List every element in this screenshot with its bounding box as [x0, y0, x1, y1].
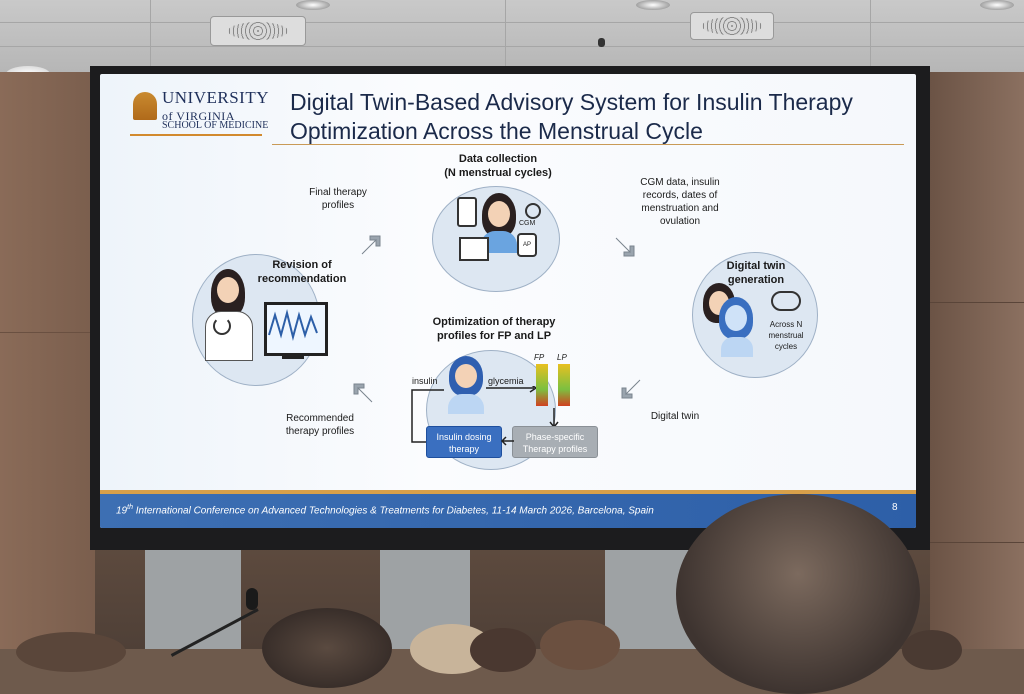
slide-title: Digital Twin-Based Advisory System for I…	[290, 89, 853, 144]
ceiling-light	[980, 0, 1014, 10]
lp-range-bar	[558, 364, 570, 406]
insulin-label: insulin	[412, 376, 438, 386]
digital-twin-face	[725, 305, 747, 331]
ceiling-vent	[690, 12, 774, 40]
lp-label: LP	[557, 353, 567, 362]
university-name-line1: UNIVERSITY	[162, 88, 269, 107]
presentation-slide: UNIVERSITY of VIRGINIA SCHOOL OF MEDICIN…	[100, 74, 916, 528]
cycle-arrow-down-left-icon	[621, 379, 641, 399]
ceiling-seam	[505, 0, 506, 72]
ceiling-light	[296, 0, 330, 10]
conference-edition-number: 19	[116, 505, 128, 517]
title-divider	[272, 144, 904, 145]
wall-panel	[145, 548, 241, 649]
conference-edition-suffix: th	[127, 504, 133, 511]
phase-specific-profiles-box: Phase-specific Therapy profiles	[512, 426, 598, 458]
ceiling-seam	[150, 0, 151, 72]
smartphone-icon	[457, 197, 477, 227]
data-collection-subtitle: (N menstrual cycles)	[444, 167, 552, 179]
insulin-dosing-therapy-box: Insulin dosing therapy	[426, 426, 502, 458]
data-inputs-label: CGM data, insulin records, dates of mens…	[640, 177, 720, 227]
cgm-sensor-icon	[525, 203, 541, 219]
woman-body	[448, 394, 484, 414]
glucose-trace-icon	[268, 309, 318, 341]
conference-name-text: International Conference on Advanced Tec…	[132, 505, 654, 517]
ceiling	[0, 0, 1024, 72]
ceiling-light	[636, 0, 670, 10]
data-collection-heading: Data collection (N menstrual cycles)	[418, 152, 578, 180]
optimization-title: Optimization of therapy profiles for FP …	[432, 316, 556, 342]
recommended-therapy-profiles-label: Recommended therapy profiles	[285, 413, 355, 437]
glucose-monitor-screen-icon	[264, 302, 328, 356]
cycle-arrow-up-right-icon	[361, 235, 381, 255]
cgm-label: CGM	[519, 220, 536, 227]
university-name-line2: of VIRGINIA	[162, 109, 235, 123]
stethoscope-icon	[213, 317, 231, 335]
left-arrow-icon	[500, 436, 514, 446]
glycemia-label: glycemia	[488, 376, 524, 386]
ap-device-icon: AP	[517, 233, 537, 257]
university-name: UNIVERSITY of VIRGINIA	[162, 89, 269, 125]
woman-body	[481, 231, 517, 253]
revision-title: Revision of recommendation	[257, 259, 347, 285]
microphone-icon	[246, 588, 258, 610]
fp-range-bar	[536, 364, 548, 406]
ceiling-vent	[210, 16, 306, 46]
slide-page-number: 8	[892, 502, 898, 513]
digital-twin-circle: Digital twin generation Across N menstru…	[692, 252, 818, 378]
monitor-stand-icon	[282, 353, 304, 359]
data-collection-title: Data collection	[458, 153, 538, 165]
audience-head-foreground	[676, 494, 920, 694]
cycle-arrow-down-right-icon	[615, 237, 635, 257]
university-rotunda-logo-icon	[133, 92, 157, 120]
woman-face	[488, 201, 510, 227]
digital-twin-caption: Across N menstrual cycles	[768, 320, 804, 351]
ceiling-sprinkler	[598, 38, 605, 47]
fp-label: FP	[534, 353, 545, 362]
woman-face	[455, 364, 477, 388]
audience-head	[470, 628, 536, 672]
wall-left	[0, 72, 95, 649]
monitor-chart-icon	[459, 237, 489, 261]
final-therapy-profiles-label: Final therapy profiles	[309, 187, 367, 211]
wall-right	[930, 72, 1024, 649]
audience-head	[16, 632, 126, 672]
audience-head	[540, 620, 620, 670]
data-collection-circle: CGM AP	[432, 186, 560, 292]
footer-divider	[100, 490, 916, 494]
digital-twin-title: Digital twin generation	[726, 260, 786, 286]
audience-head	[902, 630, 962, 670]
ceiling-seam	[870, 0, 871, 72]
doctor-coat	[205, 311, 253, 361]
audience-head	[262, 608, 392, 688]
cycle-arrow-up-left-icon	[353, 383, 373, 403]
conference-footer-text: 19th International Conference on Advance…	[116, 504, 654, 516]
digital-twin-arrow-label: Digital twin	[650, 411, 700, 422]
cloud-computing-icon	[771, 291, 801, 311]
digital-twin-body	[721, 337, 753, 357]
doctor-face	[217, 277, 239, 303]
ceiling-seam	[0, 22, 1024, 23]
ceiling-seam	[0, 46, 1024, 47]
school-name: SCHOOL OF MEDICINE	[162, 120, 269, 131]
logo-divider	[130, 134, 262, 136]
